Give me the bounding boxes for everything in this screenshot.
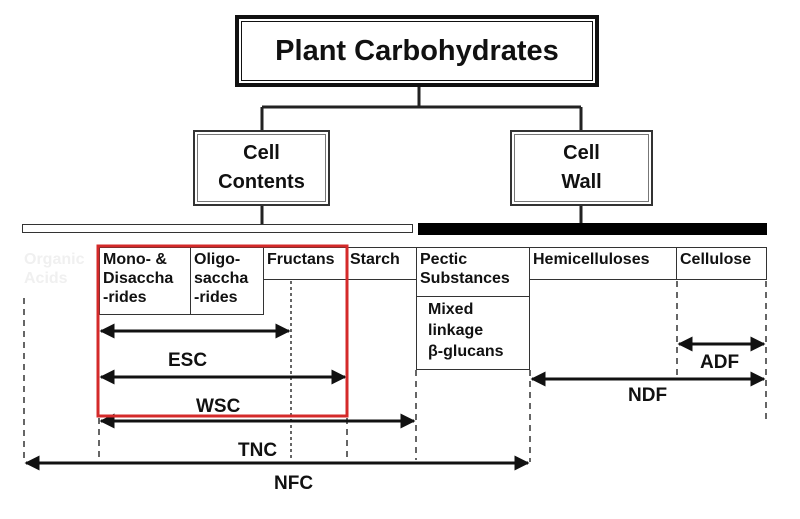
oligo-line2: saccha — [194, 270, 249, 287]
nfc-label: NFC — [274, 473, 314, 494]
cell-contents-line2: Contents — [218, 171, 305, 193]
cellulose-label: Cellulose — [680, 251, 752, 268]
mixed-linkage-cell: Mixed linkage β-glucans — [416, 296, 530, 370]
fructans-label: Fructans — [267, 251, 335, 268]
fructans-cell: Fructans — [263, 247, 348, 280]
mixed-line2: linkage — [428, 322, 484, 339]
cell-contents-line1: Cell — [243, 142, 280, 164]
ndf-label: NDF — [628, 385, 668, 406]
adf-label: ADF — [700, 352, 740, 373]
organic-acids-label: Organic Acids — [24, 250, 84, 288]
cell-wall-bar — [418, 223, 767, 235]
starch-label: Starch — [350, 251, 400, 268]
cell-contents-box: Cell Contents — [193, 130, 330, 206]
highlight-box — [96, 244, 349, 418]
mixed-line3: β-glucans — [428, 343, 504, 360]
oligo-line1: Oligo- — [194, 251, 241, 268]
mono-line3: -rides — [103, 289, 147, 306]
oligo-line3: -rides — [194, 289, 238, 306]
cell-wall-line1: Cell — [563, 142, 600, 164]
pectic-line2: Substances — [420, 270, 510, 287]
tnc-label: TNC — [238, 440, 278, 461]
organic-acids-line1: Organic — [24, 251, 85, 268]
cell-wall-box: Cell Wall — [510, 130, 653, 206]
mono-line2: Disaccha — [103, 270, 174, 287]
cell-wall-line2: Wall — [561, 171, 602, 193]
hemicelluloses-label: Hemicelluloses — [533, 251, 650, 268]
pectic-substances-cell: Pectic Substances — [416, 247, 530, 297]
starch-cell: Starch — [347, 247, 417, 280]
organic-acids-line2: Acids — [24, 270, 68, 287]
diagram-title: Plant Carbohydrates — [241, 21, 593, 81]
esc-label: ESC — [168, 350, 208, 371]
hemicelluloses-cell: Hemicelluloses — [529, 247, 677, 280]
title-box: Plant Carbohydrates — [235, 15, 599, 87]
wsc-label: WSC — [196, 396, 241, 417]
mono-line1: Mono- & — [103, 251, 167, 268]
oligosaccharides-cell: Oligo- saccha -rides — [190, 247, 264, 315]
cellulose-cell: Cellulose — [676, 247, 767, 280]
mono-disaccharides-cell: Mono- & Disaccha -rides — [99, 247, 191, 315]
mixed-line1: Mixed — [428, 301, 474, 318]
pectic-line1: Pectic — [420, 251, 468, 268]
cell-contents-bar — [22, 224, 413, 233]
